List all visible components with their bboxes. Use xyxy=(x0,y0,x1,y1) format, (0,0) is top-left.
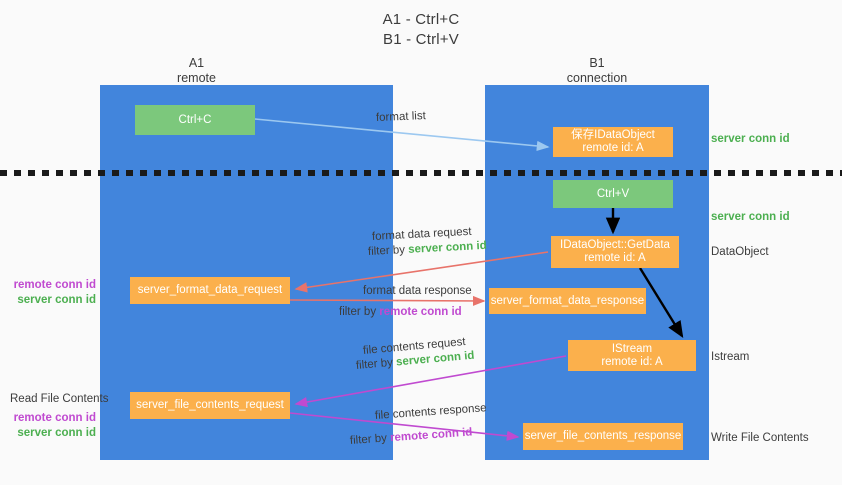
flow-label-format-data-response: format data response xyxy=(363,285,472,297)
side-label-server-conn-id-top: server conn id xyxy=(711,133,790,145)
flow-label-format-list: format list xyxy=(375,110,427,124)
diagram-title-line2: B1 - Ctrl+V xyxy=(383,31,459,48)
node-save-idataobject[interactable]: 保存IDataObject remote id: A xyxy=(553,127,673,157)
column-header-a1-role: remote xyxy=(177,71,216,85)
filter-prefix: filter by xyxy=(367,243,409,258)
node-server-file-contents-request[interactable]: server_file_contents_request xyxy=(130,392,290,419)
flow-label-format-data-response-filter: filter by remote conn id xyxy=(339,305,462,320)
node-istream-line2: remote id: A xyxy=(601,355,663,368)
node-save-idataobject-line2: remote id: A xyxy=(582,142,644,154)
side-label-istream: Istream xyxy=(711,351,750,363)
node-istream[interactable]: IStream remote id: A xyxy=(568,340,696,371)
filter-prefix: filter by xyxy=(339,306,380,318)
side-label-remote-conn-id-a: remote conn id xyxy=(13,279,96,291)
filter-prefix: filter by xyxy=(355,356,397,372)
side-label-conn-ids-file: remote conn id server conn id xyxy=(10,411,96,441)
node-ctrl-v-label: Ctrl+V xyxy=(596,187,630,200)
side-label-server-conn-id-b: server conn id xyxy=(17,427,96,439)
filter-value-server-conn-id: server conn id xyxy=(407,239,488,256)
node-server-file-contents-request-label: server_file_contents_request xyxy=(136,399,284,411)
side-label-dataobject: DataObject xyxy=(711,246,769,258)
side-label-remote-conn-id-b: remote conn id xyxy=(13,412,96,424)
filter-value-remote-conn-id: remote conn id xyxy=(389,426,473,445)
side-label-write-file-contents: Write File Contents xyxy=(711,432,809,444)
side-label-conn-ids-format: remote conn id server conn id xyxy=(10,278,96,308)
node-istream-line1: IStream xyxy=(611,342,653,355)
node-server-file-contents-response-label: server_file_contents_response xyxy=(524,430,682,442)
column-header-b1: B1 connection xyxy=(485,56,709,86)
node-server-file-contents-response[interactable]: server_file_contents_response xyxy=(523,423,683,450)
filter-value-remote-conn-id: remote conn id xyxy=(379,306,462,318)
column-header-a1-name: A1 xyxy=(188,56,205,70)
node-ctrl-c[interactable]: Ctrl+C xyxy=(135,105,255,135)
node-idataobject-getdata-line1: IDataObject::GetData xyxy=(560,239,670,251)
node-idataobject-getdata[interactable]: IDataObject::GetData remote id: A xyxy=(551,236,679,268)
node-server-format-data-response[interactable]: server_format_data_response xyxy=(489,288,646,314)
side-label-server-conn-id-a: server conn id xyxy=(17,294,96,306)
node-server-format-data-request[interactable]: server_format_data_request xyxy=(130,277,290,304)
diagram-title-line1: A1 - Ctrl+C xyxy=(382,11,460,28)
column-header-b1-name: B1 xyxy=(589,56,605,70)
node-idataobject-getdata-line2: remote id: A xyxy=(584,252,646,264)
side-label-server-conn-id-mid: server conn id xyxy=(711,211,790,223)
node-server-format-data-request-label: server_format_data_request xyxy=(137,284,283,296)
node-ctrl-v[interactable]: Ctrl+V xyxy=(553,180,673,208)
side-label-read-file-contents: Read File Contents xyxy=(10,393,109,405)
column-header-a1: A1 remote xyxy=(100,56,293,86)
filter-prefix: filter by xyxy=(349,432,391,447)
node-save-idataobject-line1: 保存IDataObject xyxy=(571,129,655,141)
column-header-b1-role: connection xyxy=(566,71,628,85)
node-ctrl-c-label: Ctrl+C xyxy=(178,113,212,126)
node-server-format-data-response-label: server_format_data_response xyxy=(490,294,645,307)
